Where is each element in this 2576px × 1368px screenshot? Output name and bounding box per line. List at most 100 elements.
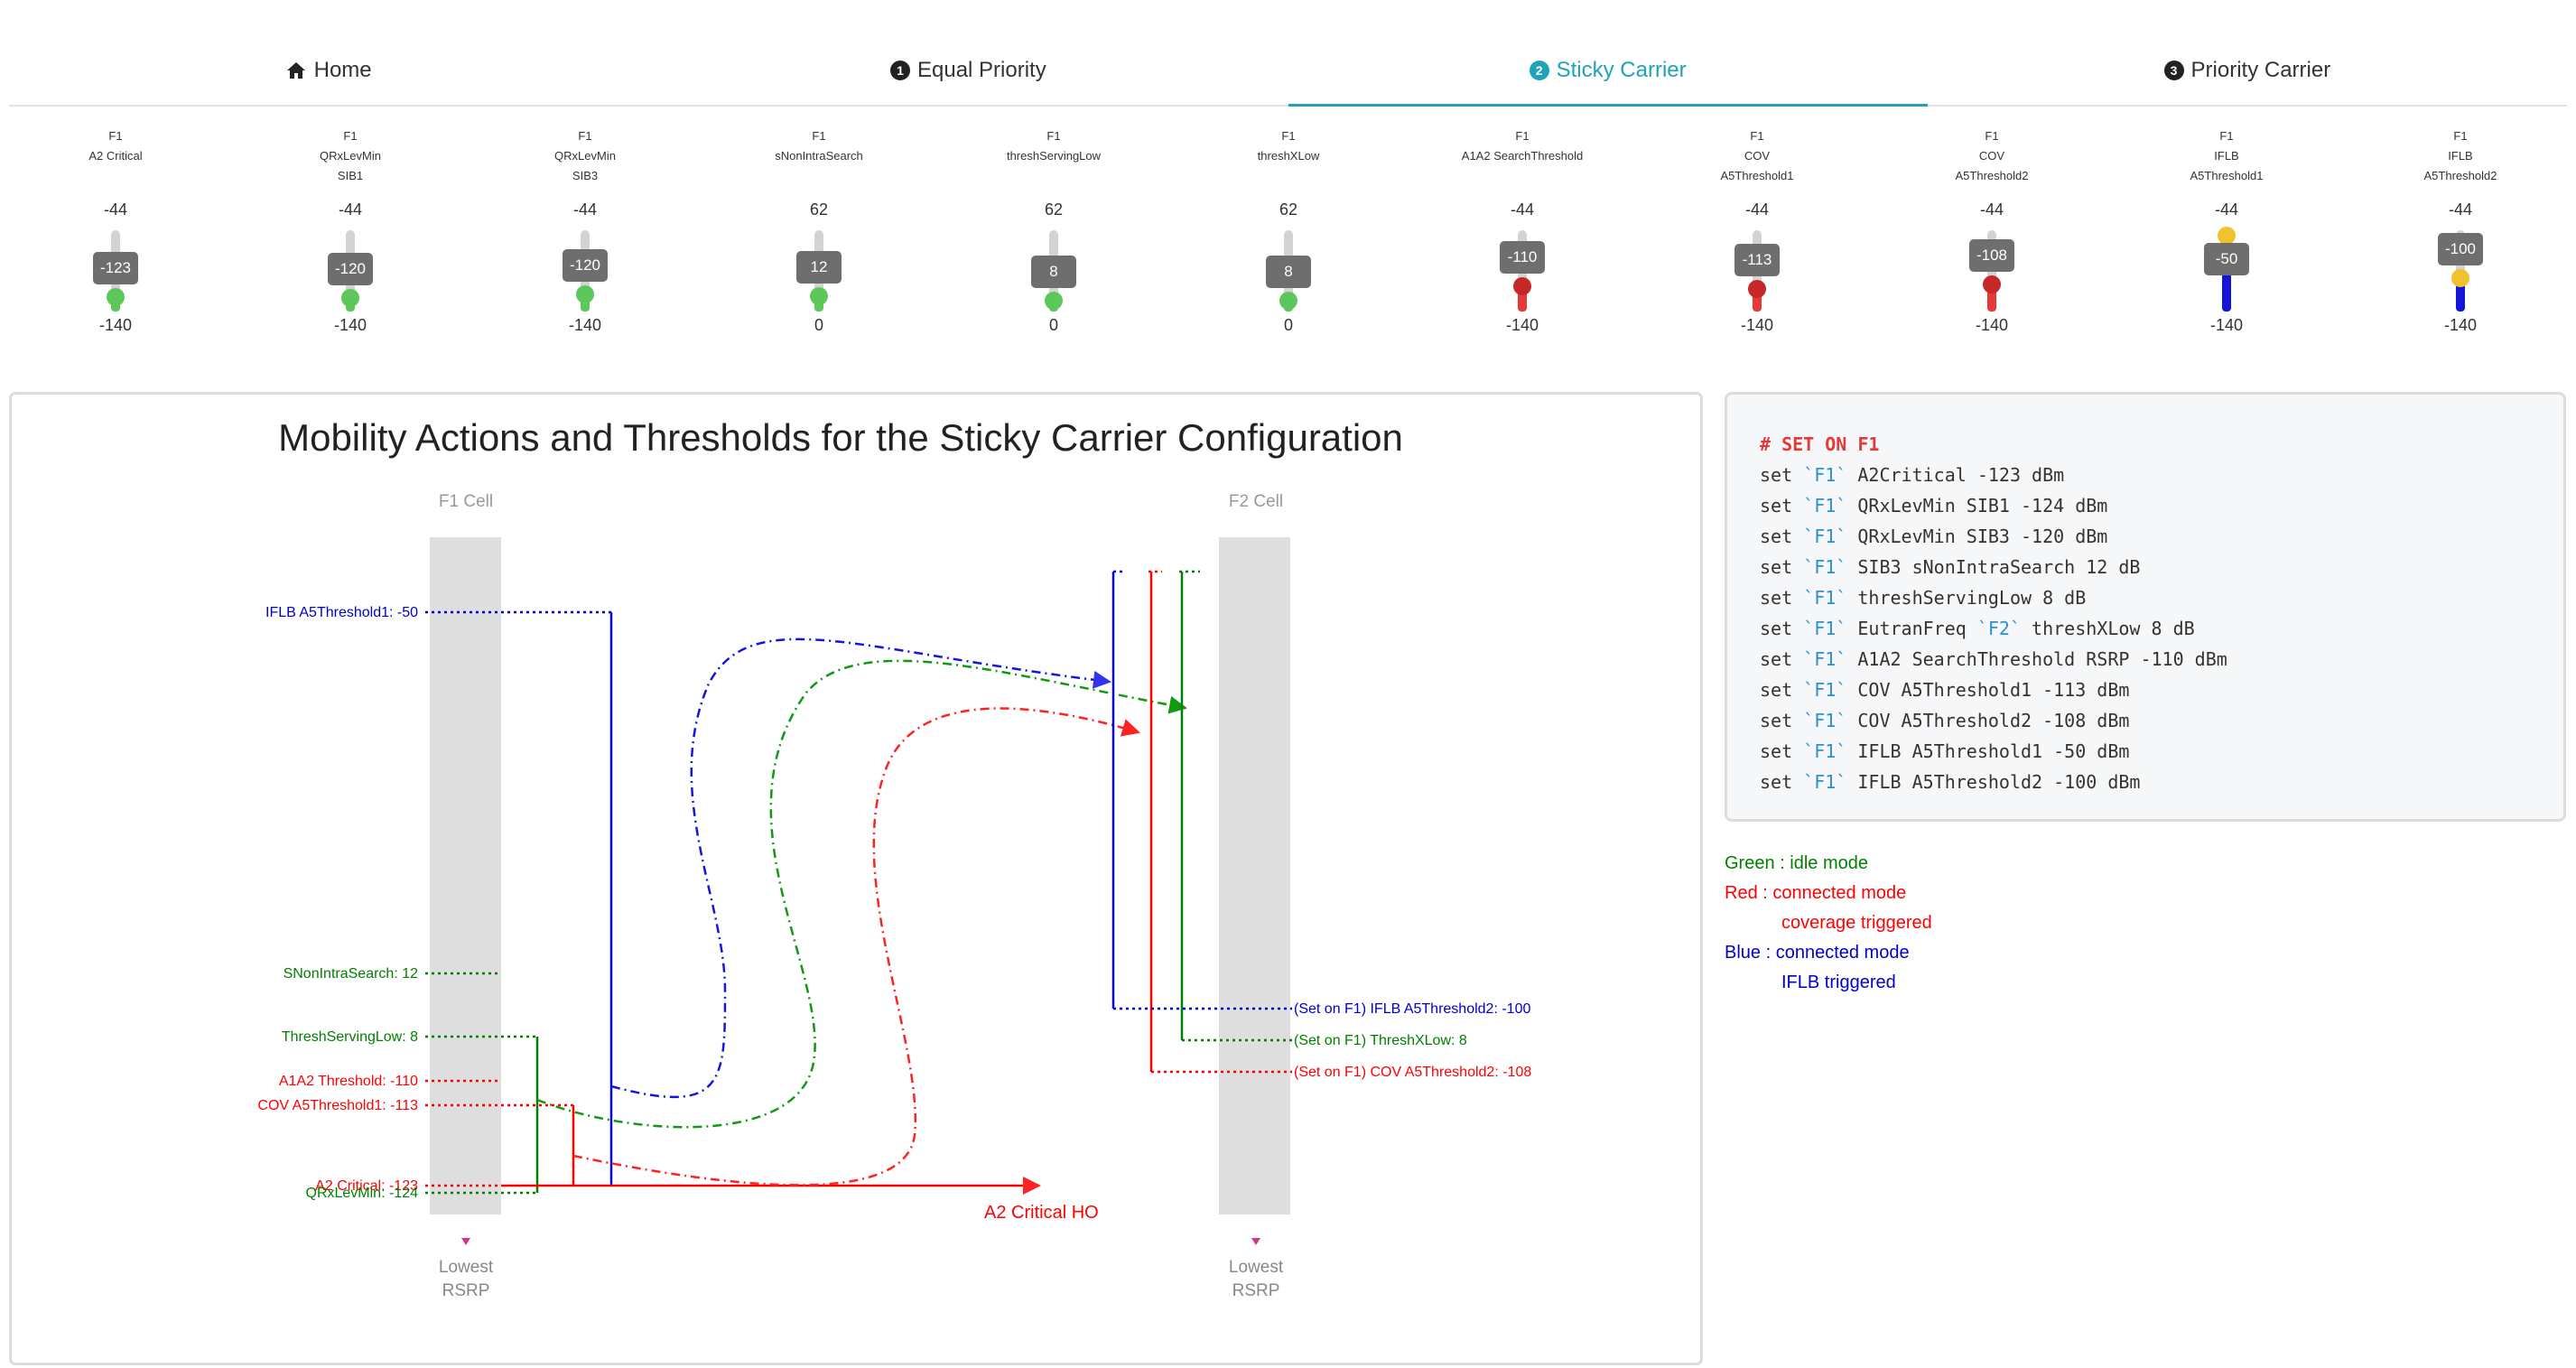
slider-max-label: -44 bbox=[1979, 200, 2004, 219]
slider-max-label: -44 bbox=[2448, 200, 2472, 219]
code-line: set `F1` SIB3 sNonIntraSearch 12 dB bbox=[1760, 552, 2563, 582]
slider-param-label: IFLB bbox=[2214, 149, 2239, 163]
slider-handle[interactable] bbox=[341, 289, 359, 307]
slider-handle[interactable] bbox=[2451, 268, 2469, 287]
slider-handle[interactable] bbox=[1279, 292, 1297, 311]
slider-param-label: QRxLevMin bbox=[554, 149, 616, 163]
slider-param-sublabel: SIB1 bbox=[337, 169, 364, 182]
code-text: threshXLow 8 dB bbox=[2021, 618, 2195, 639]
code-text: set bbox=[1760, 771, 1804, 793]
label-iflb-a5threshold2: (Set on F1) IFLB A5Threshold2: -100 bbox=[1294, 1001, 1530, 1017]
slider-handle[interactable] bbox=[810, 286, 828, 305]
slider-handle[interactable] bbox=[576, 285, 594, 304]
code-frequency-token: `F1` bbox=[1803, 587, 1847, 609]
slider-handle[interactable] bbox=[1513, 276, 1531, 295]
legend-entry: Green : idle mode bbox=[1725, 853, 1868, 873]
coverage-transition-curve bbox=[572, 707, 1140, 1187]
code-text: set bbox=[1760, 740, 1804, 762]
tab-priority-carrier-label: Priority Carrier bbox=[2190, 58, 2331, 82]
slider-max-label: -44 bbox=[2214, 200, 2238, 219]
f2-cell-label: F2 Cell bbox=[1229, 492, 1283, 511]
tab-priority-carrier[interactable]: 3 Priority Carrier bbox=[1928, 36, 2567, 105]
slider-param-label: COV bbox=[1978, 149, 2005, 163]
slider-frequency-label: F1 bbox=[1046, 129, 1061, 143]
label-iflb-a5threshold1: IFLB A5Threshold1: -50 bbox=[265, 605, 418, 620]
slider-handle[interactable] bbox=[2218, 226, 2236, 245]
code-text: QRxLevMin SIB3 -120 dBm bbox=[1846, 526, 2108, 547]
tab-home[interactable]: Home bbox=[9, 36, 648, 105]
slider-frequency-label: F1 bbox=[1750, 129, 1764, 143]
slider-min-label: 0 bbox=[1048, 316, 1058, 334]
slider-value-tooltip: -120 bbox=[328, 253, 373, 285]
slider-min-label: -140 bbox=[98, 316, 133, 334]
slider-max-label: -44 bbox=[338, 200, 362, 219]
code-frequency-token: `F1` bbox=[1803, 464, 1847, 486]
code-frequency-token: `F1` bbox=[1803, 771, 1847, 793]
slider-param-label: A2 Critical bbox=[88, 149, 143, 163]
slider-min-label: -140 bbox=[2443, 316, 2478, 334]
iflb-transition-curve bbox=[610, 637, 1111, 1099]
slider-max-label: 62 bbox=[809, 200, 829, 219]
slider-value-tooltip: 12 bbox=[796, 250, 842, 284]
f2-lowest-marker bbox=[1251, 1238, 1260, 1245]
slider-param-sublabel: SIB3 bbox=[572, 169, 599, 182]
code-line: set `F1` IFLB A5Threshold1 -50 dBm bbox=[1760, 736, 2563, 767]
slider-min-label: -140 bbox=[1740, 316, 1774, 334]
slider-handle[interactable] bbox=[1045, 292, 1063, 311]
legend-entry: Red : connected mode bbox=[1725, 883, 1907, 903]
tab-equal-priority[interactable]: 1 Equal Priority bbox=[648, 36, 1288, 105]
code-line: set `F1` A1A2 SearchThreshold RSRP -110 … bbox=[1760, 644, 2563, 675]
slider-handle[interactable] bbox=[107, 288, 125, 307]
code-frequency-token: `F1` bbox=[1803, 526, 1847, 547]
slider-frequency-label: F1 bbox=[108, 129, 123, 143]
slider-value-tooltip: -50 bbox=[2204, 242, 2249, 275]
chart-title: Mobility Actions and Thresholds for the … bbox=[278, 416, 1403, 459]
slider-fill bbox=[1987, 284, 1996, 312]
slider-param-sublabel: A5Threshold1 bbox=[1720, 169, 1794, 182]
label-qrxlevmin: QRxLevMin: -124 bbox=[306, 1186, 419, 1201]
code-text: COV A5Threshold1 -113 dBm bbox=[1846, 679, 2130, 701]
code-line: set `F1` EutranFreq `F2` threshXLow 8 dB bbox=[1760, 613, 2563, 644]
slider-handle[interactable] bbox=[1748, 279, 1766, 298]
f1-cell-bar bbox=[430, 537, 501, 1214]
step-number-badge: 3 bbox=[2163, 60, 2184, 80]
code-frequency-token: `F2` bbox=[1976, 618, 2022, 639]
code-frequency-token: `F1` bbox=[1803, 648, 1847, 670]
slider-min-label: -140 bbox=[568, 316, 602, 334]
legend-entry: IFLB triggered bbox=[1781, 972, 1896, 992]
f2-lowest-label: Lowest bbox=[1229, 1258, 1284, 1277]
code-text: SIB3 sNonIntraSearch 12 dB bbox=[1846, 556, 2141, 578]
slider-handle[interactable] bbox=[1983, 275, 2001, 293]
slider-frequency-label: F1 bbox=[2453, 129, 2468, 143]
code-line: set `F1` threshServingLow 8 dB bbox=[1760, 582, 2563, 613]
code-text: QRxLevMin SIB1 -124 dBm bbox=[1846, 495, 2108, 516]
slider-param-sublabel bbox=[945, 166, 1162, 186]
slider-param-label: QRxLevMin bbox=[320, 149, 381, 163]
code-text: A2Critical -123 dBm bbox=[1846, 464, 2065, 486]
slider-fill bbox=[2456, 277, 2465, 312]
code-text: threshServingLow 8 dB bbox=[1846, 587, 2087, 609]
slider-param-sublabel: A5Threshold2 bbox=[1955, 169, 2029, 182]
slider-param-sublabel: A5Threshold1 bbox=[2190, 169, 2264, 182]
slider-frequency-label: F1 bbox=[1985, 129, 1999, 143]
code-text: IFLB A5Threshold2 -100 dBm bbox=[1846, 771, 2141, 793]
slider-min-label: -140 bbox=[1975, 316, 2009, 334]
code-line: set `F1` IFLB A5Threshold2 -100 dBm bbox=[1760, 767, 2563, 797]
tab-sticky-carrier[interactable]: 2 Sticky Carrier bbox=[1288, 36, 1929, 107]
code-text: EutranFreq bbox=[1846, 618, 1977, 639]
a2-critical-ho-label: A2 Critical HO bbox=[984, 1203, 1099, 1223]
code-text: set bbox=[1760, 710, 1804, 731]
config-code-panel: # SET ON F1 set `F1` A2Critical -123 dBm… bbox=[1725, 392, 2566, 822]
code-frequency-token: `F1` bbox=[1803, 710, 1847, 731]
